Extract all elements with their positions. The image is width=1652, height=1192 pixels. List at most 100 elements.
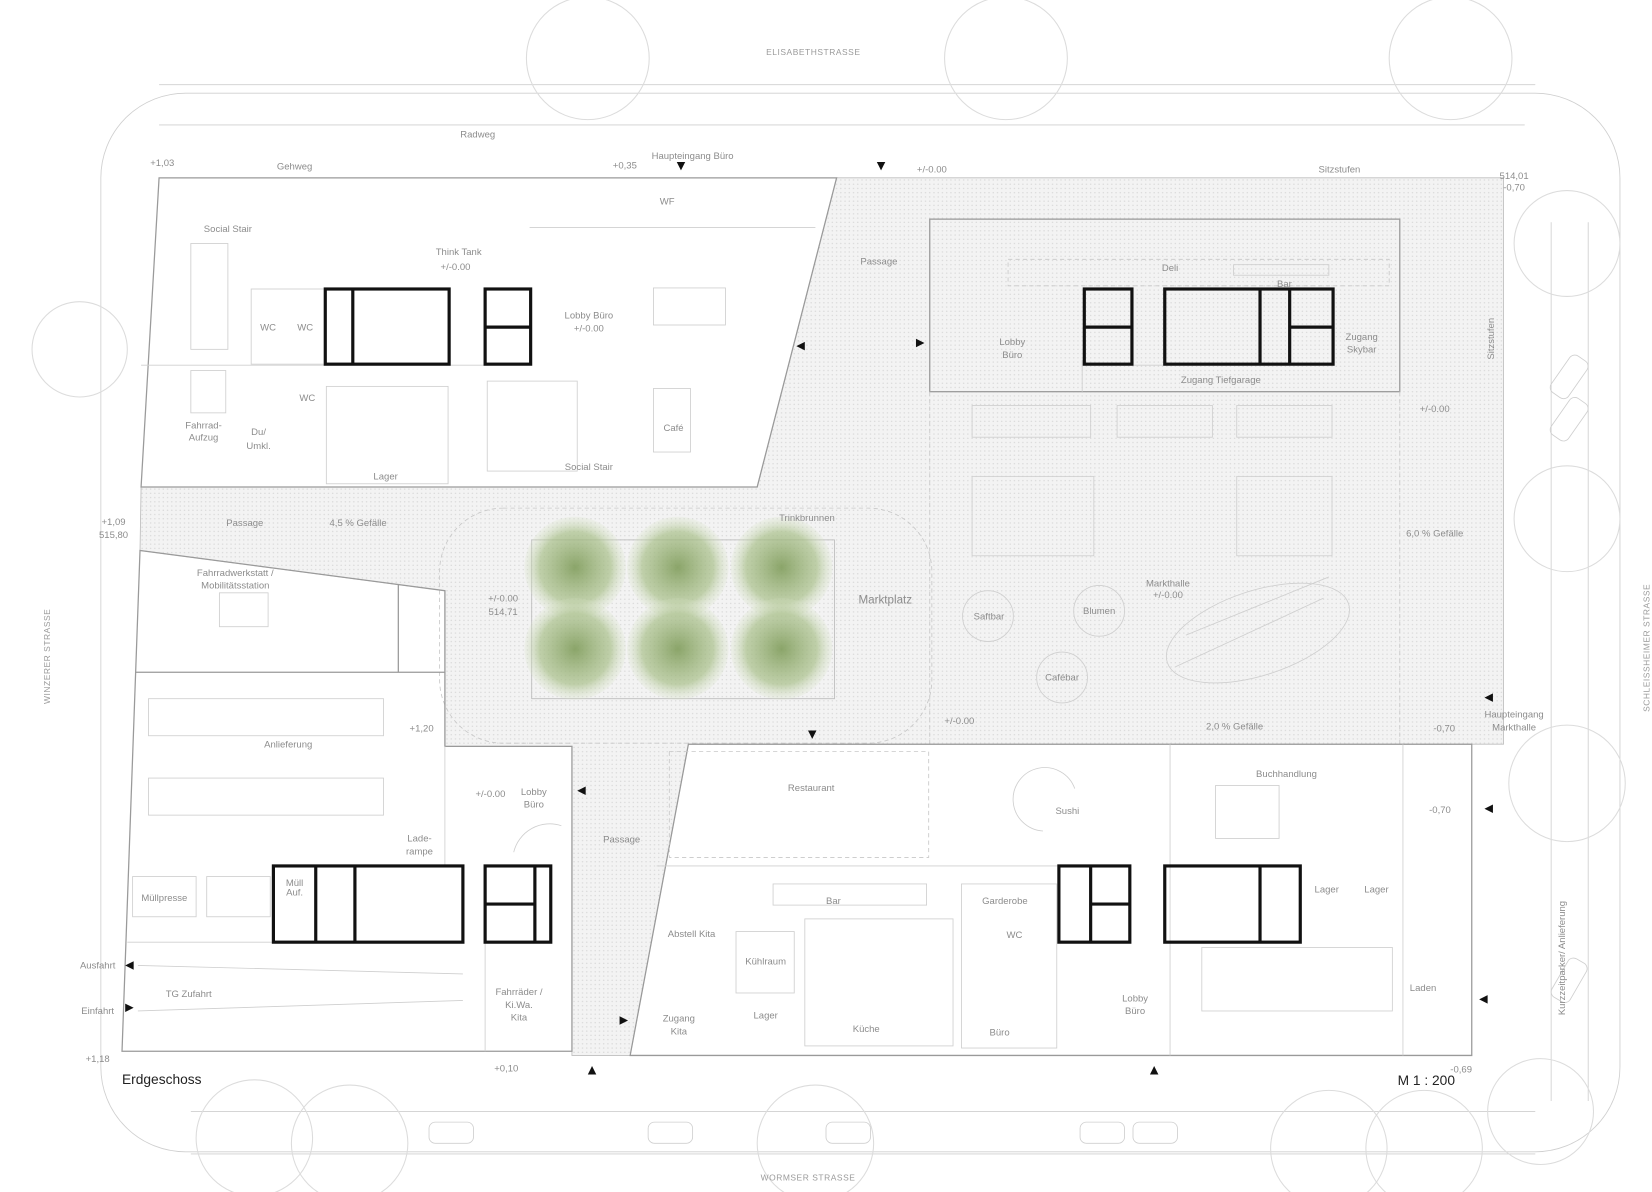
building-cores: [271, 287, 1335, 944]
room-label: Haupteingang Büro: [652, 151, 734, 162]
level-label: -0,70: [1433, 724, 1455, 735]
label-gehweg: Gehweg: [277, 161, 312, 172]
entrance-arrow-icon: [796, 341, 805, 351]
room-label: Lobby Büro: [565, 311, 614, 322]
room-label: Küche: [853, 1024, 880, 1035]
room-label: TG Zufahrt: [166, 989, 212, 1000]
label-radweg: Radweg: [460, 130, 495, 141]
entrance-arrow-icon: [125, 961, 134, 970]
room-label: Fahrrad-: [185, 421, 221, 432]
room-label: Büro: [990, 1027, 1010, 1038]
room-label: 4,5 % Gefälle: [330, 518, 387, 529]
room-label: Abstell Kita: [668, 929, 716, 940]
entrance-arrow-icon: [876, 161, 886, 171]
room-label: Auf.: [286, 888, 303, 899]
level-label: +/-0.00: [1153, 590, 1183, 601]
room-label: Passage: [226, 518, 263, 529]
room-label: WC: [299, 393, 315, 404]
room-label: Umkl.: [246, 441, 270, 452]
room-label: WC: [260, 322, 276, 333]
core-nw-stair: [323, 287, 451, 366]
room-label: Büro: [1002, 350, 1022, 361]
room-label: Saftbar: [974, 611, 1006, 622]
level-label: +/-0.00: [475, 789, 505, 800]
level-label: +1,03: [150, 158, 174, 169]
room-label: WC: [297, 322, 313, 333]
room-label: Lager: [373, 472, 398, 483]
entrance-arrow-icon: [577, 786, 586, 796]
room-label: Lobby: [521, 787, 547, 798]
level-label: +1,18: [86, 1054, 110, 1065]
room-label: Sitzstufen: [1319, 165, 1361, 176]
room-label: Büro: [524, 800, 544, 811]
entrance-arrow-icon: [1484, 693, 1493, 702]
room-label: Müllpresse: [141, 893, 187, 904]
room-label: Passage: [860, 257, 897, 268]
level-label: 515,80: [99, 530, 128, 541]
level-label: 514,71: [489, 607, 518, 618]
room-label: Skybar: [1347, 345, 1377, 356]
level-label: +/-0.00: [574, 323, 604, 334]
room-label: WC: [1007, 930, 1023, 941]
room-label: Marktplatz: [858, 593, 912, 606]
level-label: +1,20: [410, 724, 434, 735]
room-label: Kita: [671, 1026, 688, 1037]
room-label: Blumen: [1083, 606, 1115, 617]
room-label: Mobilitätsstation: [201, 581, 269, 592]
room-label: Du/: [251, 427, 266, 438]
entrance-arrow-icon: [1484, 804, 1493, 814]
room-label: Lade-: [407, 834, 431, 845]
street-label-south: WORMSER STRASSE: [761, 1172, 856, 1182]
entrance-arrow-icon: [915, 338, 925, 348]
commercial-block-s: [629, 743, 1473, 1057]
parked-cars: [428, 354, 1589, 1144]
street-label-east: SCHLEISSHEIMER STRASSE: [1642, 584, 1652, 712]
room-label: Sushi: [1055, 806, 1079, 817]
room-label: Laden: [1410, 983, 1436, 994]
street-trees: [31, 0, 1626, 1192]
entrance-arrow-icon: [808, 730, 817, 739]
office-block-nw: [140, 177, 838, 488]
entrance-arrow-icon: [587, 1066, 597, 1075]
room-labels: Haupteingang Büro Sitzstufen Sitzstufen …: [80, 151, 1544, 1039]
level-label: +0,10: [494, 1063, 518, 1074]
room-label: Müll: [286, 878, 303, 889]
room-label: Trinkbrunnen: [779, 513, 835, 524]
room-label: Social Stair: [565, 462, 614, 473]
room-label: rampe: [406, 846, 433, 857]
room-label: 6,0 % Gefälle: [1406, 529, 1463, 540]
plan-scale: M 1 : 200: [1398, 1073, 1456, 1088]
room-label: Kita: [511, 1013, 528, 1024]
room-label: Zugang Tiefgarage: [1181, 375, 1261, 386]
room-label: Lobby: [999, 337, 1025, 348]
room-label: Lager: [1364, 884, 1389, 895]
room-label: Markthalle: [1146, 578, 1190, 589]
level-annotations: +1,03 +0,35 +/-0.00 514,01 -0,70 +1,09 5…: [86, 158, 1529, 1075]
room-label: Zugang: [663, 1014, 695, 1025]
level-label: +/-0.00: [917, 165, 947, 176]
level-label: +/-0.00: [441, 262, 471, 273]
room-label: Lager: [1315, 884, 1340, 895]
room-label: Bar: [1277, 279, 1293, 290]
entrance-arrow-icon: [125, 1003, 134, 1013]
level-label: 514,01: [1500, 171, 1529, 182]
entrance-arrow-icon: [619, 1016, 629, 1025]
room-label: Büro: [1125, 1006, 1145, 1017]
level-label: -0,70: [1429, 805, 1451, 816]
room-label: Einfahrt: [81, 1006, 114, 1017]
room-label: Aufzug: [189, 432, 219, 443]
core-se-stair: [1163, 864, 1302, 944]
entrance-arrow-icon: [1479, 995, 1488, 1004]
core-sw-stair: [271, 864, 465, 944]
room-label: Ki.Wa.: [505, 1000, 533, 1011]
room-label: WF: [660, 196, 675, 207]
room-label: Passage: [603, 835, 640, 846]
room-label: Deli: [1162, 263, 1178, 274]
level-label: -0,69: [1450, 1064, 1472, 1075]
entrance-arrow-icon: [1149, 1066, 1159, 1075]
level-label: +/-0.00: [944, 716, 974, 727]
room-label: 2,0 % Gefälle: [1206, 721, 1263, 732]
room-label: Anlieferung: [264, 739, 312, 750]
room-label: Fahrräder /: [495, 987, 542, 998]
